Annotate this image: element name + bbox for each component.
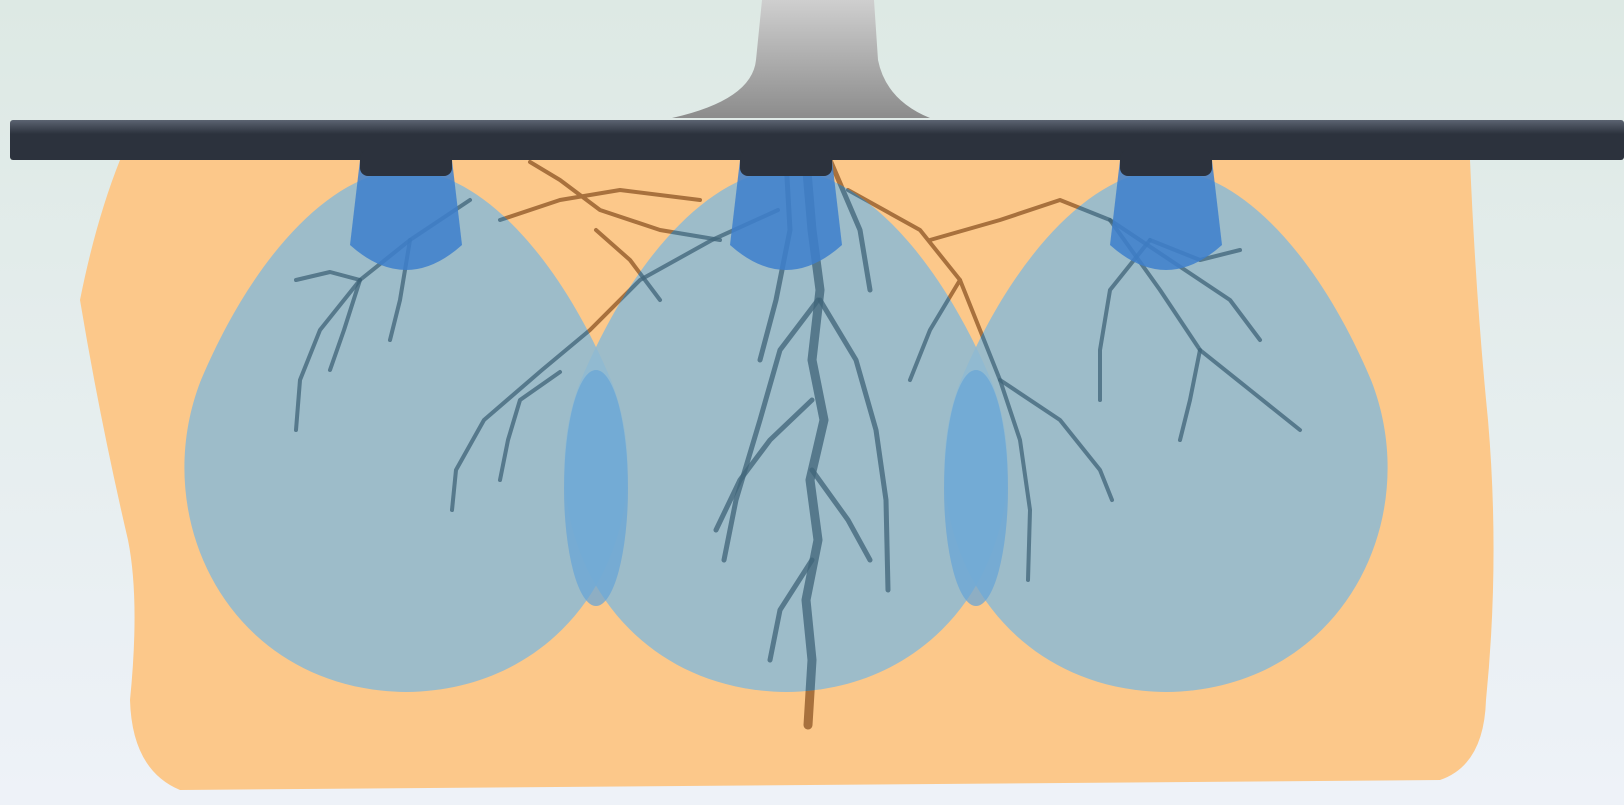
emitter-icon [1120,150,1212,176]
emitter-icon [740,150,832,176]
wetted-overlap-icon [944,370,1008,606]
emitter-wet-core-icon [730,160,842,270]
emitter-icon [360,150,452,176]
wetted-overlap-icon [564,370,628,606]
emitter-wet-core-icon [1110,160,1222,270]
emitter-wet-core-icon [350,160,462,270]
